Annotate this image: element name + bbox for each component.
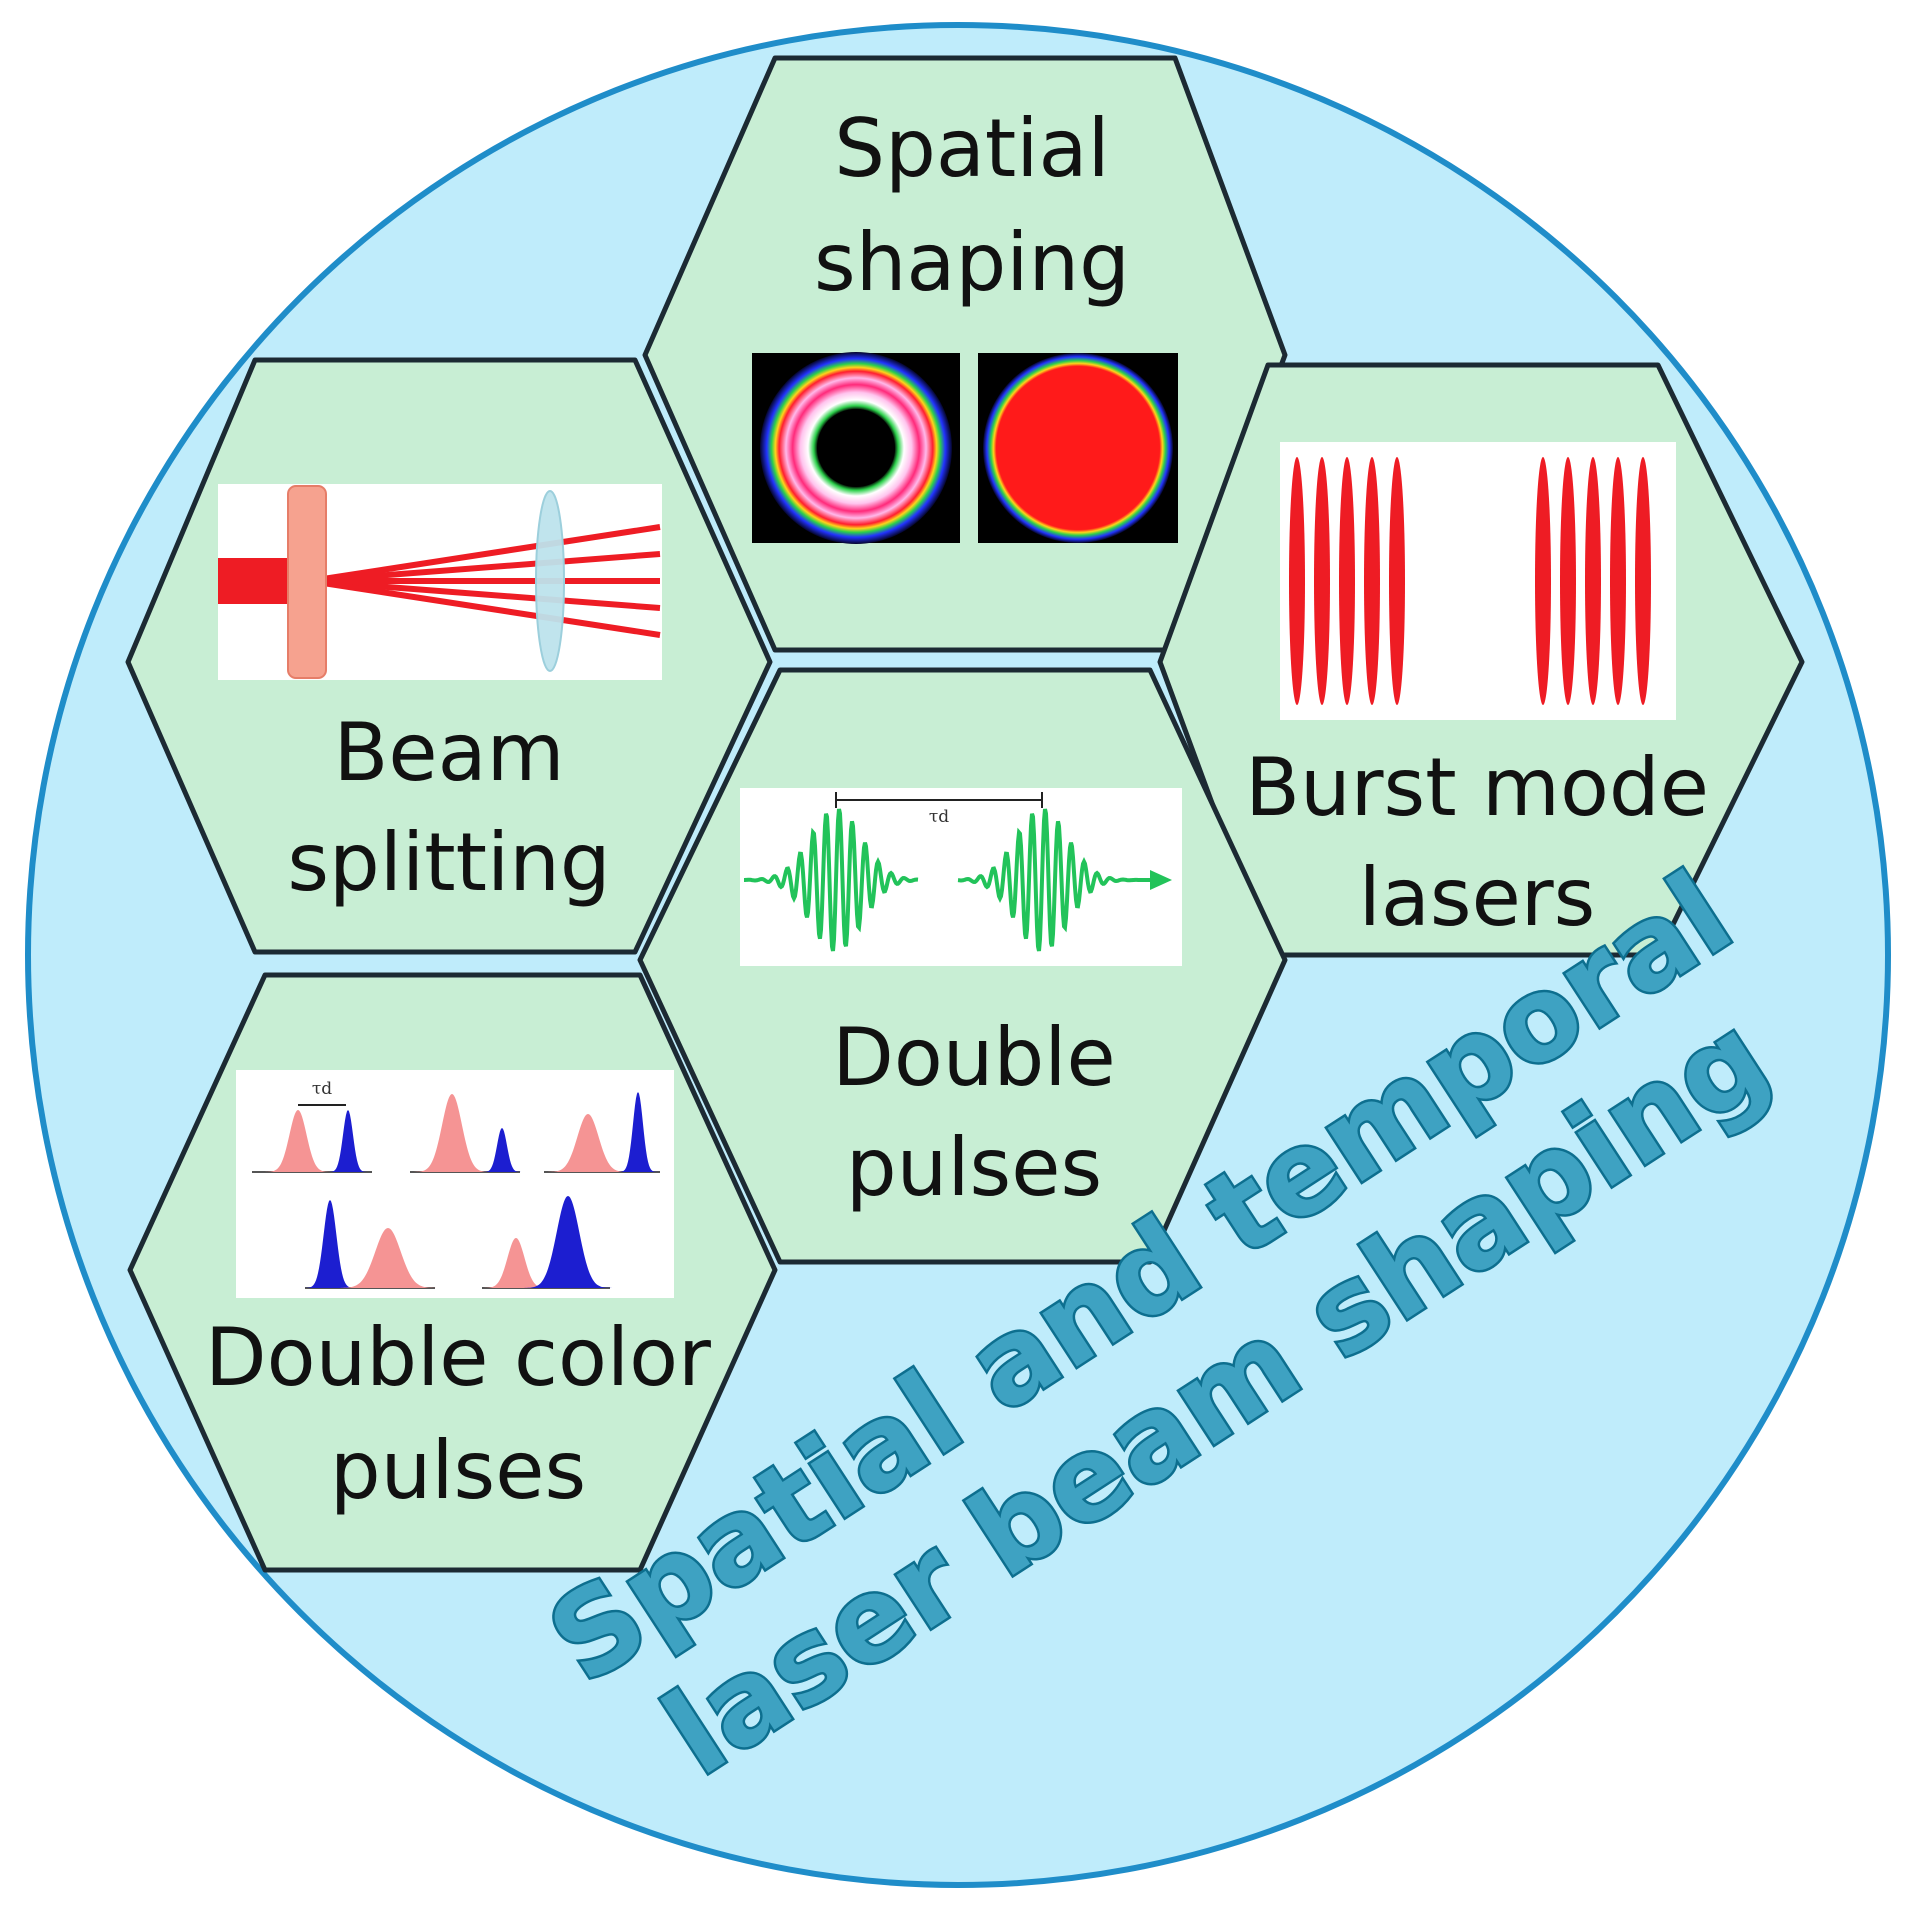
burst-mode-label-1: Burst mode [1245, 741, 1709, 834]
pink-pulse [334, 1228, 442, 1288]
beam-splitting-label-1: Beam [333, 706, 564, 799]
double-color-label-1: Double color [205, 1311, 711, 1404]
hex-double-pulses: τd Double pulses [637, 667, 1288, 1265]
blue-pulse [327, 1110, 369, 1172]
beam-splitting-label-2: splitting [287, 816, 610, 909]
double-color-figure: τd [252, 1079, 660, 1289]
double-pulses-figure: τd [744, 792, 1172, 952]
hex-spatial-shaping: Spatial shaping [642, 55, 1288, 653]
double-pulses-figure-bg [740, 788, 1182, 966]
hex-beam-splitting: Beam splitting [125, 357, 773, 955]
hex-double-color: τd Double color pulses [127, 972, 778, 1573]
double-pulses-label-1: Double [832, 1011, 1115, 1104]
green-pulse-2 [957, 808, 1152, 952]
two-color-pulse-pairs [252, 1092, 660, 1289]
beam-splitting-figure [218, 485, 661, 679]
pink-pulse [410, 1094, 494, 1172]
green-pulse-1 [744, 808, 919, 952]
double-pulses-label-2: pulses [846, 1121, 1102, 1214]
blue-pulse [303, 1200, 357, 1288]
flat-top-beam-profile [978, 353, 1178, 543]
hex-burst-mode: Burst mode lasers [1157, 362, 1805, 958]
spatial-shaping-label-2: shaping [814, 216, 1130, 309]
arrow-head-icon [1150, 870, 1172, 890]
blue-pulse [617, 1092, 659, 1172]
double-color-label-2: pulses [330, 1424, 586, 1517]
blue-pulse [481, 1128, 523, 1172]
burst-pulse-train-1 [1289, 457, 1405, 705]
pink-pulse [480, 1238, 552, 1288]
burst-mode-label-2: lasers [1359, 851, 1596, 944]
pink-pulse [262, 1110, 334, 1172]
double-color-delay-label: τd [312, 1079, 332, 1099]
double-pulses-delay-label: τd [929, 807, 949, 827]
donut-beam-profile [752, 352, 960, 544]
blue-pulse [520, 1196, 616, 1288]
burst-pulse-train-2 [1535, 457, 1651, 705]
spatial-shaping-label-1: Spatial [834, 102, 1109, 195]
pink-pulse [543, 1114, 633, 1172]
